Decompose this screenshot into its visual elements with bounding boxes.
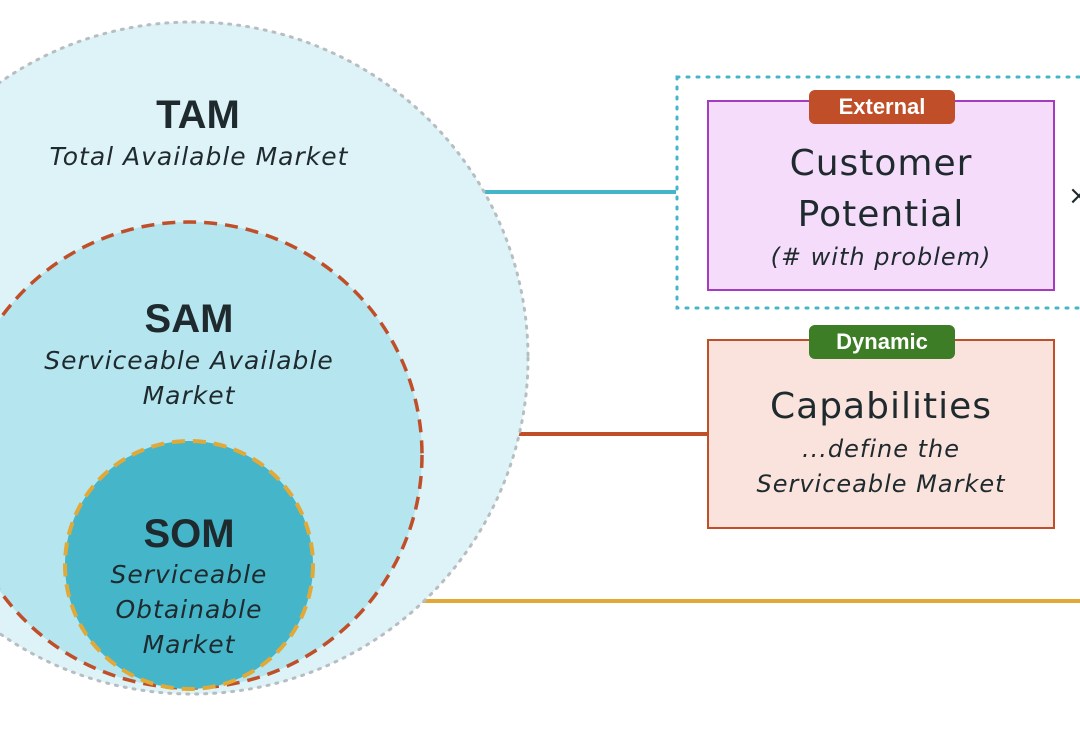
close-icon: ×	[1068, 181, 1080, 211]
customer-potential-label: Customer Potential	[709, 138, 1053, 240]
capabilities-box: Capabilities ...define the Serviceable M…	[707, 339, 1055, 529]
som-circle	[63, 439, 315, 691]
capabilities-label: Capabilities	[770, 386, 992, 427]
customer-potential-box: Customer Potential (# with problem)	[707, 100, 1055, 291]
capabilities-note: ...define the Serviceable Market	[709, 432, 1053, 502]
external-frame	[675, 75, 1080, 310]
tam-title: TAM	[156, 93, 240, 137]
external-badge: External	[809, 90, 955, 124]
customer-potential-note: (# with problem)	[770, 243, 992, 271]
som-subtitle: Serviceable Obtainable Market	[89, 557, 289, 662]
sam-title: SAM	[144, 297, 234, 341]
som-subtitle-line-3: Market	[142, 630, 236, 659]
som-subtitle-line-2: Obtainable	[115, 595, 263, 624]
sam-subtitle: Serviceable Available Market	[0, 343, 378, 413]
customer-potential-line-1: Customer	[789, 143, 973, 184]
sam-subtitle-line-1: Serviceable Available	[44, 346, 334, 375]
capabilities-note-line-2: Serviceable Market	[756, 470, 1006, 498]
som-title: SOM	[143, 512, 235, 556]
sam-subtitle-line-2: Market	[142, 381, 236, 410]
capabilities-note-line-1: ...define the	[802, 435, 960, 463]
tam-subtitle: Total Available Market	[49, 142, 349, 171]
som-subtitle-line-1: Serviceable	[110, 560, 268, 589]
dynamic-badge: Dynamic	[809, 325, 955, 359]
customer-potential-line-2: Potential	[797, 194, 965, 235]
